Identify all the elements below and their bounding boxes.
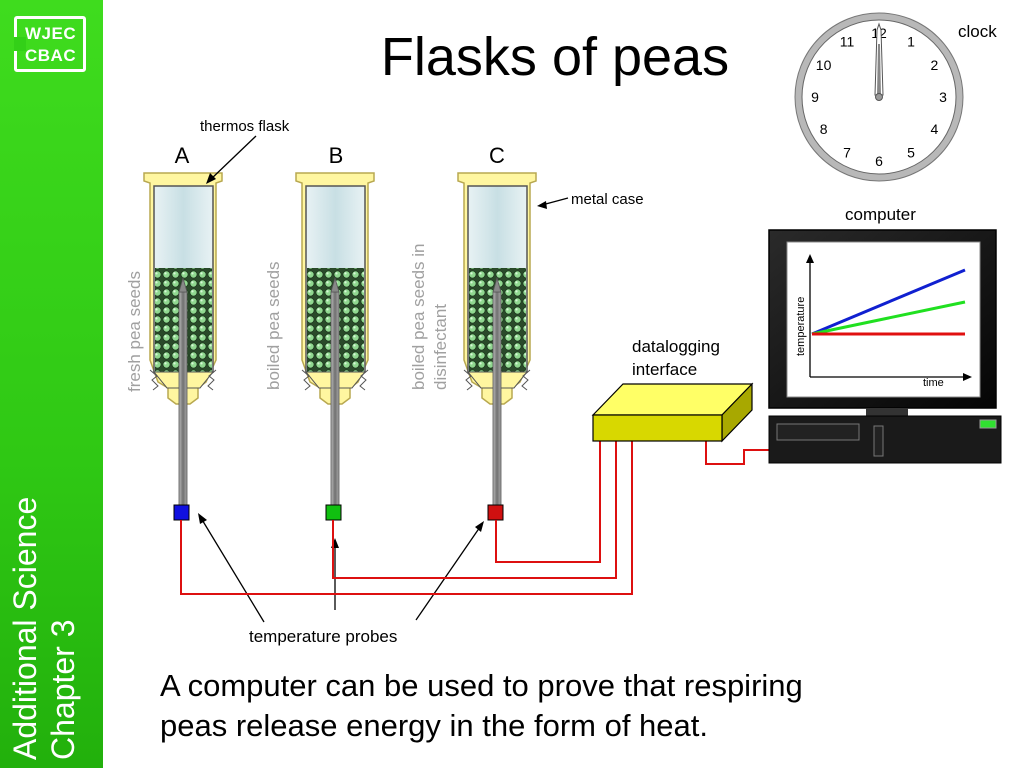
clock-number: 11 bbox=[840, 34, 855, 50]
flask-a bbox=[143, 172, 223, 521]
slide-title: Flasks of peas bbox=[380, 27, 730, 87]
caption-line-1: A computer can be used to prove that res… bbox=[160, 668, 803, 703]
clock-number: 3 bbox=[939, 89, 947, 105]
clock-number: 10 bbox=[816, 57, 832, 73]
clock-number: 1 bbox=[907, 34, 915, 50]
logo-notch bbox=[14, 37, 26, 51]
clock-number: 7 bbox=[843, 144, 851, 160]
graph-xlabel: time bbox=[923, 377, 944, 389]
datalogging-interface bbox=[591, 382, 754, 443]
flask-c-content-label-1: boiled pea seeds in bbox=[409, 243, 428, 390]
metal-case-label: metal case bbox=[571, 191, 644, 208]
clock-label: clock bbox=[958, 22, 997, 41]
temperature-probe-a bbox=[173, 504, 190, 521]
flask-letter-a: A bbox=[175, 143, 190, 168]
flask-letter-b: B bbox=[329, 143, 344, 168]
clock-number: 2 bbox=[931, 57, 939, 73]
clock-number: 6 bbox=[875, 153, 883, 169]
logo-line-1: WJEC bbox=[25, 24, 77, 43]
probe-wires bbox=[180, 440, 770, 595]
flask-letter-c: C bbox=[489, 143, 505, 168]
logo-line-2: CBAC bbox=[25, 46, 77, 65]
clock: 121234567891011 bbox=[794, 12, 964, 182]
wjec-cbac-logo: WJEC CBAC bbox=[14, 16, 86, 72]
computer-power-light bbox=[979, 419, 997, 429]
clock-number: 5 bbox=[907, 144, 915, 160]
sidebar: WJEC CBAC Additional Science Chapter 3 bbox=[0, 0, 103, 768]
datalogging-label-2: interface bbox=[632, 360, 697, 379]
temperature-probe-c bbox=[487, 504, 504, 521]
flask-b bbox=[295, 172, 375, 521]
graph-ylabel: temperature bbox=[795, 297, 807, 356]
caption: A computer can be used to prove that res… bbox=[160, 666, 920, 746]
datalogging-label-1: datalogging bbox=[632, 337, 720, 356]
temperature-graph bbox=[806, 254, 972, 381]
computer-label: computer bbox=[845, 205, 916, 224]
clock-number: 9 bbox=[811, 89, 819, 105]
flask-b-content-label: boiled pea seeds bbox=[264, 261, 283, 390]
thermos-flask-label: thermos flask bbox=[200, 118, 290, 135]
clock-number: 8 bbox=[820, 121, 828, 137]
clock-number: 4 bbox=[931, 121, 939, 137]
flask-c bbox=[457, 172, 537, 521]
flask-a-content-label: fresh pea seeds bbox=[125, 271, 144, 392]
graph-line-b bbox=[811, 300, 966, 336]
temperature-probe-b bbox=[325, 504, 342, 521]
caption-line-2: peas release energy in the form of heat. bbox=[160, 708, 708, 743]
temperature-probes-label: temperature probes bbox=[249, 627, 397, 646]
graph-line-a bbox=[811, 268, 966, 336]
flask-c-content-label-2: disinfectant bbox=[431, 304, 450, 390]
